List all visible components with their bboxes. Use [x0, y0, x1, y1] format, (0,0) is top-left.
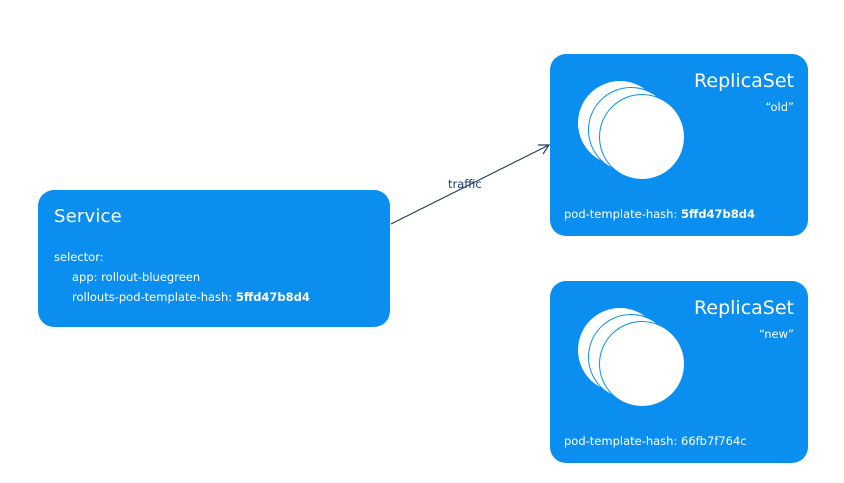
pod-circle — [599, 94, 685, 180]
replicaset-old-hash-value: 5ffd47b8d4 — [681, 207, 756, 221]
traffic-arrow-head — [538, 144, 551, 155]
replicaset-new-title: ReplicaSet — [694, 297, 794, 319]
service-hash-label: rollouts-pod-template-hash: — [72, 290, 233, 304]
replicaset-old-subtitle: “old” — [765, 100, 794, 114]
service-app-line: app: rollout-bluegreen — [72, 270, 201, 284]
service-title: Service — [54, 206, 122, 227]
replicaset-new-subtitle: “new” — [758, 327, 794, 341]
replicaset-new-hash-label: pod-template-hash: — [564, 434, 678, 448]
service-hash-line: rollouts-pod-template-hash: 5ffd47b8d4 — [72, 290, 310, 304]
replicaset-new-box: ReplicaSet “new” pod-template-hash: 66fb… — [550, 281, 808, 463]
replicaset-old-hash-label: pod-template-hash: — [564, 207, 678, 221]
replicaset-old-title: ReplicaSet — [694, 70, 794, 92]
replicaset-old-box: ReplicaSet “old” pod-template-hash: 5ffd… — [550, 54, 808, 236]
replicaset-new-hash-value: 66fb7f764c — [681, 434, 747, 448]
service-box: Service selector: app: rollout-bluegreen… — [38, 190, 390, 327]
replicaset-new-hash: pod-template-hash: 66fb7f764c — [564, 434, 747, 448]
traffic-arrow-line — [390, 144, 550, 225]
pod-circle — [599, 321, 685, 407]
traffic-label: traffic — [448, 177, 482, 191]
replicaset-old-hash: pod-template-hash: 5ffd47b8d4 — [564, 207, 755, 221]
service-selector-label: selector: — [54, 250, 104, 264]
service-hash-value: 5ffd47b8d4 — [235, 290, 310, 304]
